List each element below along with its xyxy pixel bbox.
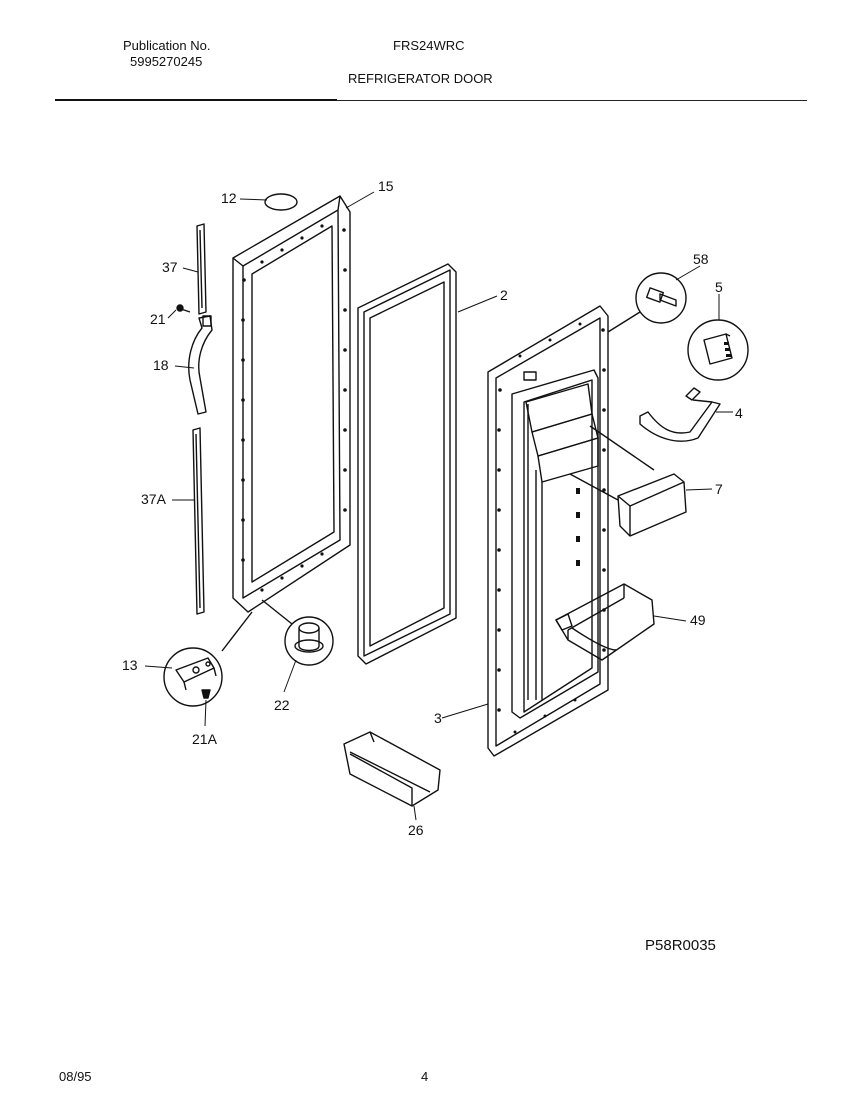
- callout-26: 26: [408, 822, 424, 838]
- section-title: REFRIGERATOR DOOR: [348, 71, 493, 86]
- part-13-hinge-bracket: [163, 611, 253, 707]
- callout-2: 2: [500, 287, 508, 303]
- footer-date: 08/95: [59, 1069, 92, 1084]
- callout-49: 49: [690, 612, 706, 628]
- drawing-code: P58R0035: [645, 937, 716, 954]
- part-22-door-stop: [261, 599, 334, 666]
- callout-7: 7: [715, 481, 723, 497]
- callout-12: 12: [221, 190, 237, 206]
- callout-58: 58: [693, 251, 709, 267]
- part-7-bin: [569, 425, 687, 537]
- part-18-handle: [188, 315, 213, 415]
- callout-22: 22: [274, 697, 290, 713]
- callout-5: 5: [715, 279, 723, 295]
- page-number: 4: [421, 1069, 429, 1084]
- publication-label: Publication No.: [123, 38, 211, 53]
- part-12-plug: [264, 193, 298, 211]
- header-rule-accent: [55, 99, 337, 101]
- header-rule: [55, 100, 807, 101]
- callout-18: 18: [153, 357, 169, 373]
- part-4-bracket: [639, 387, 721, 442]
- callout-4: 4: [735, 405, 743, 421]
- callout-13: 13: [122, 657, 138, 673]
- part-5-dispenser-module: [687, 319, 749, 381]
- part-58-screw: [607, 272, 687, 333]
- callout-21A: 21A: [192, 731, 218, 747]
- part-2-door-gasket: [357, 263, 457, 665]
- callout-15: 15: [378, 178, 394, 194]
- part-37A-lower-handle-trim: [192, 427, 205, 615]
- callout-3: 3: [434, 710, 442, 726]
- part-21-screw: [176, 304, 191, 313]
- part-26-bottom-bin: [343, 731, 441, 807]
- part-21A-screw: [201, 689, 211, 699]
- part-15-door-frame: [232, 195, 351, 613]
- part-37-upper-handle-trim: [196, 223, 207, 315]
- callout-37A: 37A: [141, 491, 167, 507]
- callout-21: 21: [150, 311, 166, 327]
- part-49-door-bin: [555, 583, 655, 661]
- part-3-door-panel: [487, 305, 609, 757]
- publication-number: 5995270245: [130, 54, 203, 69]
- callout-37: 37: [162, 259, 178, 275]
- model-number: FRS24WRC: [393, 38, 465, 53]
- leader-lines: [144, 191, 733, 821]
